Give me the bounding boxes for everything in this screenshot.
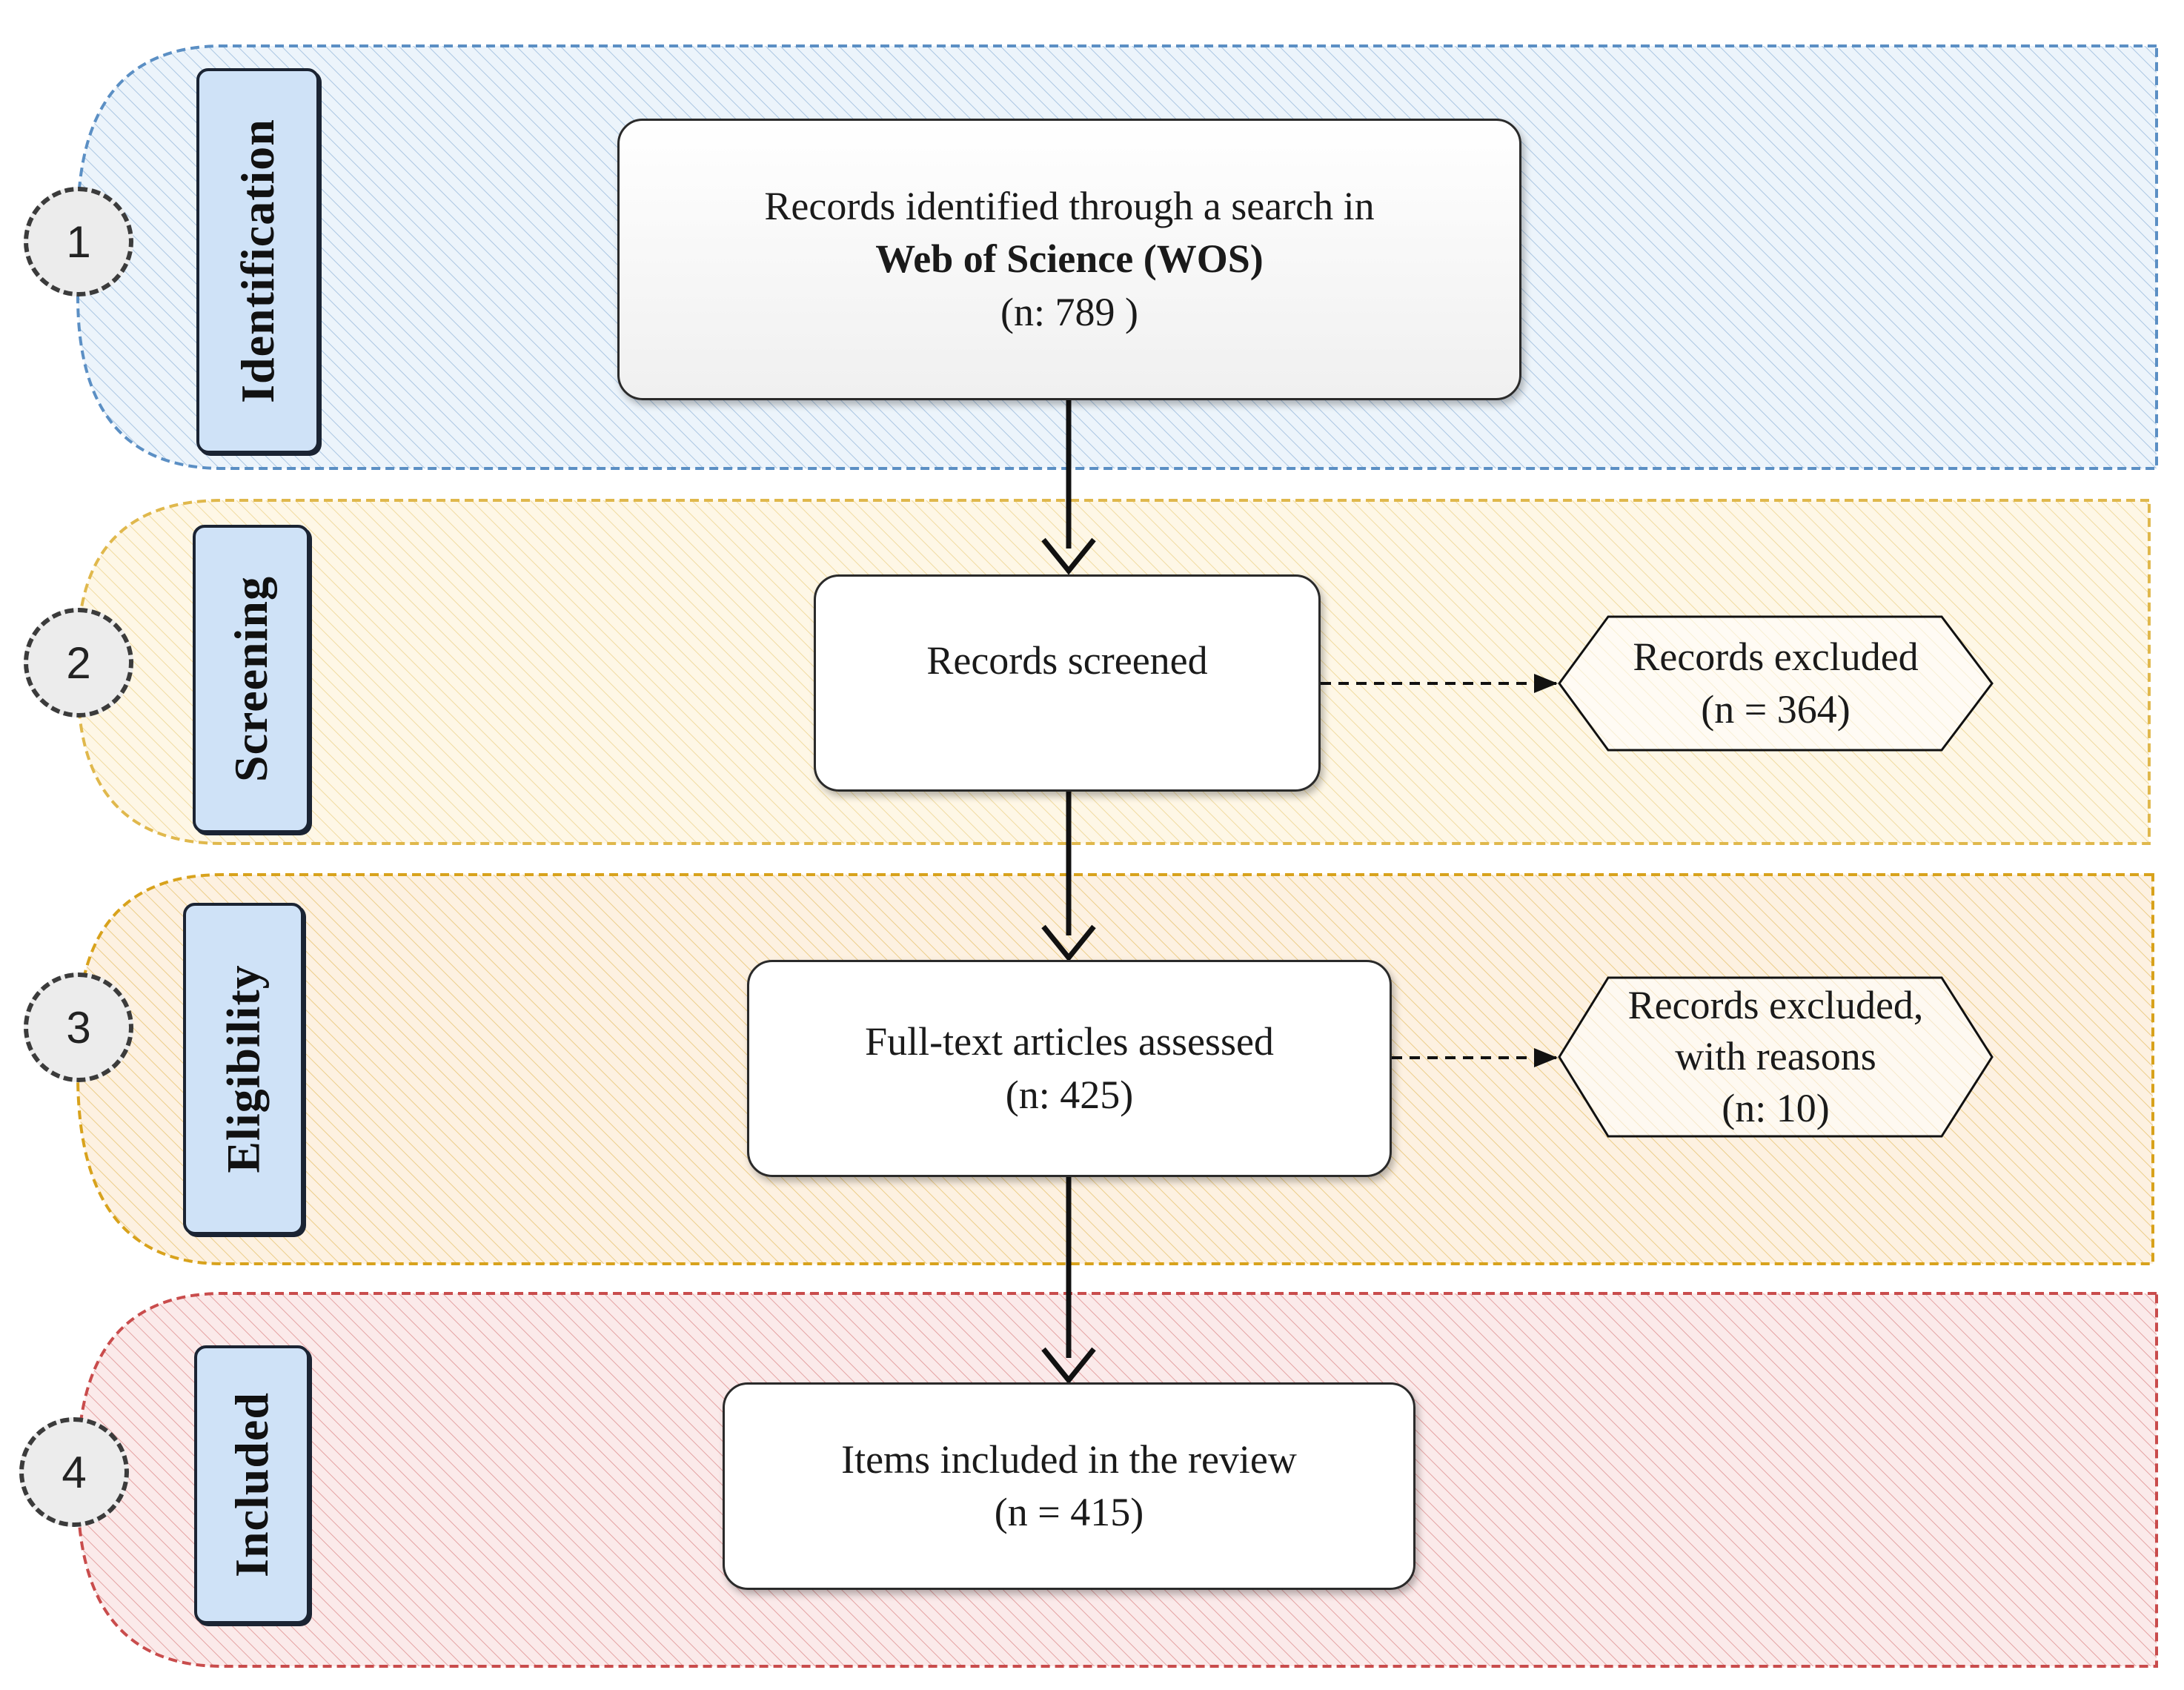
- included-line-1: Items included in the review: [841, 1436, 1297, 1482]
- box-records-identified: Records identified through a search in W…: [617, 119, 1521, 400]
- screened-line-1: Records screened: [926, 638, 1208, 683]
- phase-label-identification: Identification: [196, 68, 319, 454]
- identified-line-3: (n: 789 ): [1000, 289, 1138, 334]
- eligibility-excluded-line-2: with reasons: [1675, 1034, 1876, 1079]
- included-line-2: (n = 415): [994, 1490, 1144, 1534]
- step-number-4: 4: [19, 1417, 129, 1527]
- screening-excluded-line-1: Records excluded: [1633, 634, 1919, 679]
- step-number-1: 1: [24, 187, 133, 296]
- hexagon-eligibility-excluded: Records excluded, with reasons (n: 10): [1556, 975, 1995, 1139]
- eligibility-excluded-line-1: Records excluded,: [1627, 983, 1924, 1028]
- box-full-text-assessed: Full-text articles assessed (n: 425): [747, 960, 1392, 1177]
- identified-line-2: Web of Science (WOS): [875, 236, 1264, 282]
- phase-label-eligibility: Eligibility: [183, 903, 304, 1235]
- arrow-assessed-to-included: [1041, 1177, 1096, 1385]
- eligibility-excluded-line-3: (n: 10): [1722, 1085, 1830, 1130]
- arrow-identified-to-screened: [1041, 400, 1096, 575]
- box-records-screened: Records screened: [814, 574, 1321, 792]
- phase-label-included: Included: [194, 1345, 310, 1624]
- phase-label-screening: Screening: [193, 525, 310, 833]
- box-items-included: Items included in the review (n = 415): [723, 1382, 1415, 1590]
- screening-excluded-line-2: (n = 364): [1701, 687, 1851, 732]
- assessed-line-2: (n: 425): [1005, 1072, 1134, 1117]
- hexagon-screening-excluded: Records excluded (n = 364): [1556, 614, 1995, 753]
- arrow-screened-to-assessed: [1041, 792, 1096, 962]
- step-number-3: 3: [24, 972, 133, 1082]
- assessed-line-1: Full-text articles assessed: [865, 1019, 1274, 1064]
- step-number-2: 2: [24, 608, 133, 718]
- identified-line-1: Records identified through a search in: [764, 184, 1375, 229]
